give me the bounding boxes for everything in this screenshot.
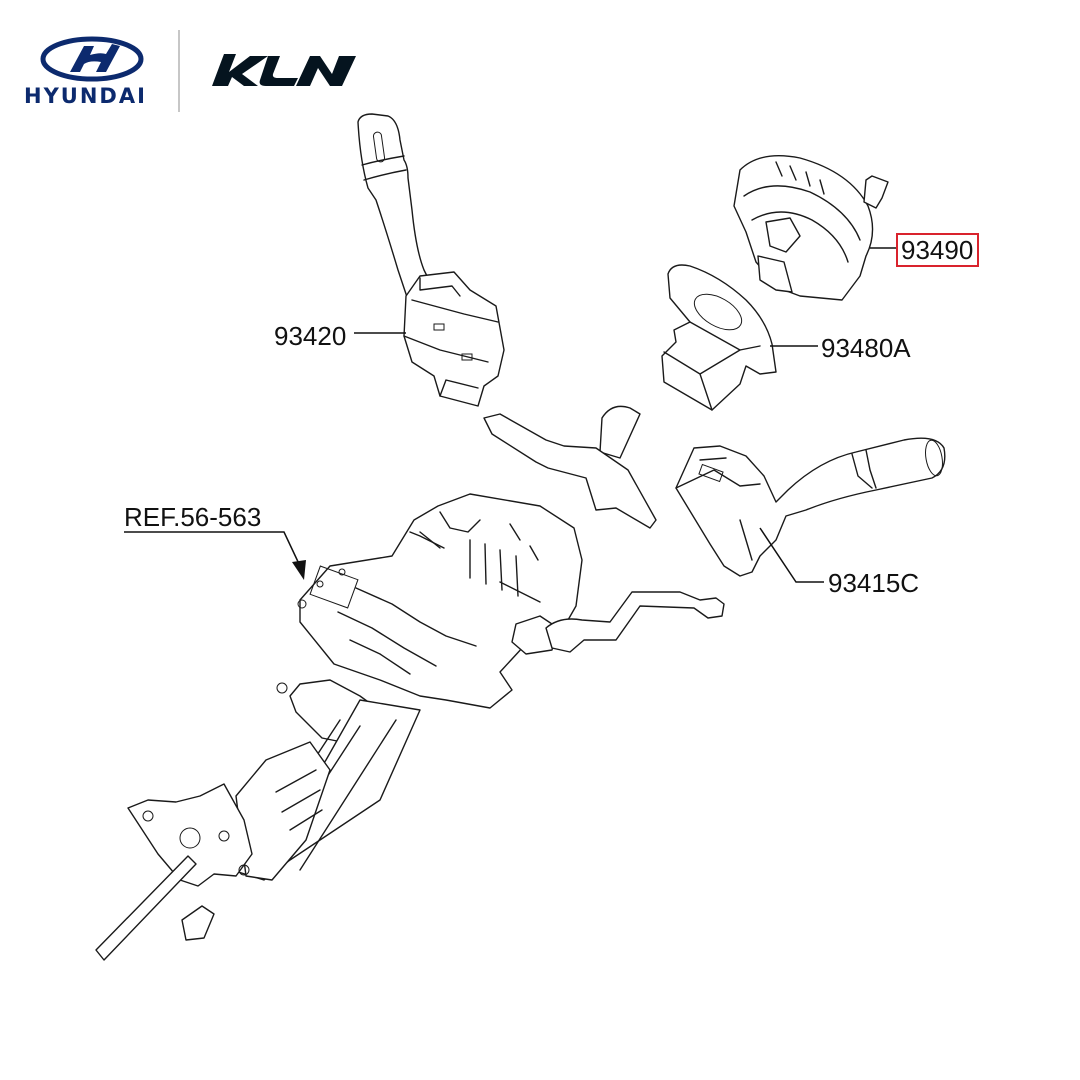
callout-93480A[interactable]: 93480A	[821, 333, 911, 363]
steering-column-drawing	[95, 405, 725, 961]
leader-93415C	[759, 527, 824, 583]
ref-arrowhead-icon	[292, 560, 306, 580]
hyundai-wordmark: HYUNDAI	[24, 84, 147, 108]
leader-ref	[124, 531, 301, 567]
callout-93420[interactable]: 93420	[274, 321, 347, 351]
kia-logo-icon	[212, 54, 356, 86]
callout-93415C[interactable]: 93415C	[828, 568, 920, 598]
logo-divider	[178, 30, 180, 112]
steering-angle-sensor-drawing	[661, 264, 777, 411]
wiper-switch-lever-drawing	[675, 437, 946, 577]
hyundai-emblem-icon	[40, 36, 144, 82]
light-switch-lever-drawing	[357, 113, 505, 407]
brand-logos: HYUNDAI	[0, 0, 400, 130]
clock-spring-drawing	[733, 155, 889, 301]
callout-93490[interactable]: 93490	[896, 233, 980, 267]
callout-ref-56-563[interactable]: REF.56-563	[124, 502, 262, 532]
